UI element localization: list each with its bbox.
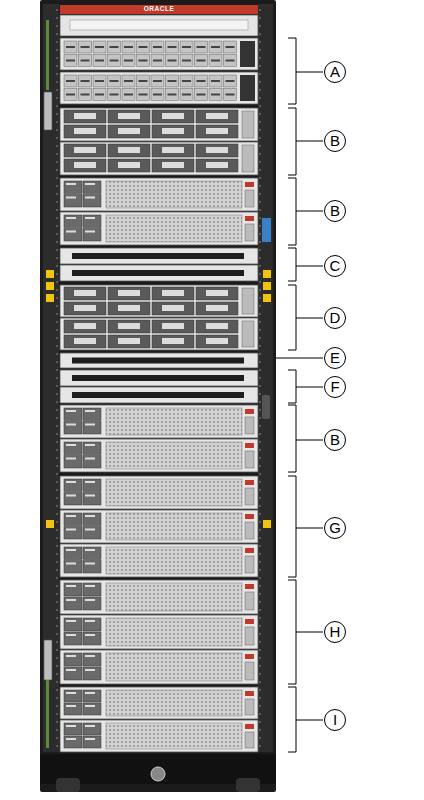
warning-label: [46, 294, 54, 302]
bracket: [288, 248, 323, 281]
callout-letter: F: [324, 376, 346, 398]
door-handle: [44, 640, 52, 680]
bracket: [288, 108, 323, 175]
storage-server: [60, 142, 258, 175]
storage-server: [60, 108, 258, 141]
rail-holes: [56, 9, 261, 747]
callout-letter: B: [324, 200, 346, 222]
compute-server: [60, 615, 258, 649]
bracket: [288, 687, 323, 752]
compute-server: [60, 178, 258, 211]
warning-label: [46, 270, 54, 278]
compute-server: [60, 580, 258, 614]
storage-server: [60, 318, 258, 350]
switch-unit: [60, 370, 258, 386]
compute-server: [60, 650, 258, 684]
compute-server: [60, 510, 258, 543]
devices: [60, 38, 258, 752]
warning-label: [263, 294, 271, 302]
filler-panel: [60, 15, 258, 36]
storage-server: [60, 72, 258, 104]
filler-panel: [70, 20, 248, 30]
switch-unit: [60, 265, 258, 281]
storage-server: [60, 285, 258, 317]
callout-letter: A: [324, 61, 346, 83]
bracket: [288, 405, 323, 472]
storage-server: [60, 38, 258, 70]
rack-rail: [43, 4, 59, 752]
switch-unit: [60, 353, 258, 368]
compute-server: [60, 212, 258, 245]
callout-letter: C: [324, 255, 346, 277]
bracket: [288, 476, 323, 577]
warning-label: [263, 282, 271, 290]
bracket: [288, 38, 323, 104]
leveling-foot: [151, 767, 165, 781]
rack-frame: [40, 0, 276, 792]
rack-rail: [258, 4, 273, 752]
bracket: [288, 178, 323, 245]
compute-server: [60, 405, 258, 438]
compute-server: [60, 687, 258, 719]
callout-letter: B: [324, 429, 346, 451]
caster: [56, 778, 80, 792]
callout-letter: B: [324, 130, 346, 152]
callout-letter: D: [324, 307, 346, 329]
bracket: [288, 285, 323, 350]
switch-unit: [60, 248, 258, 264]
bracket: [288, 580, 323, 684]
warning-label: [46, 520, 54, 528]
callout-letter: H: [324, 621, 346, 643]
callout-letter: I: [324, 709, 346, 731]
warning-label: [263, 520, 271, 528]
brand-logo: ORACLE: [144, 5, 174, 13]
callout-letter: E: [324, 347, 346, 369]
caster: [236, 778, 260, 792]
callout-letter: G: [324, 517, 346, 539]
door-handle: [44, 92, 52, 130]
switch-unit: [60, 387, 258, 403]
compute-server: [60, 720, 258, 752]
bracket: [288, 370, 323, 403]
warning-label: [46, 282, 54, 290]
warning-label: [263, 270, 271, 278]
compute-server: [60, 544, 258, 577]
compute-server: [60, 476, 258, 509]
led-strip: [46, 20, 49, 90]
door-latch: [262, 395, 270, 419]
compute-server: [60, 439, 258, 472]
top-bezel: [60, 5, 258, 14]
leader-line: [276, 358, 323, 359]
info-sticker: [262, 218, 271, 242]
callout-brackets: [276, 38, 323, 752]
led-strip: [46, 680, 49, 748]
